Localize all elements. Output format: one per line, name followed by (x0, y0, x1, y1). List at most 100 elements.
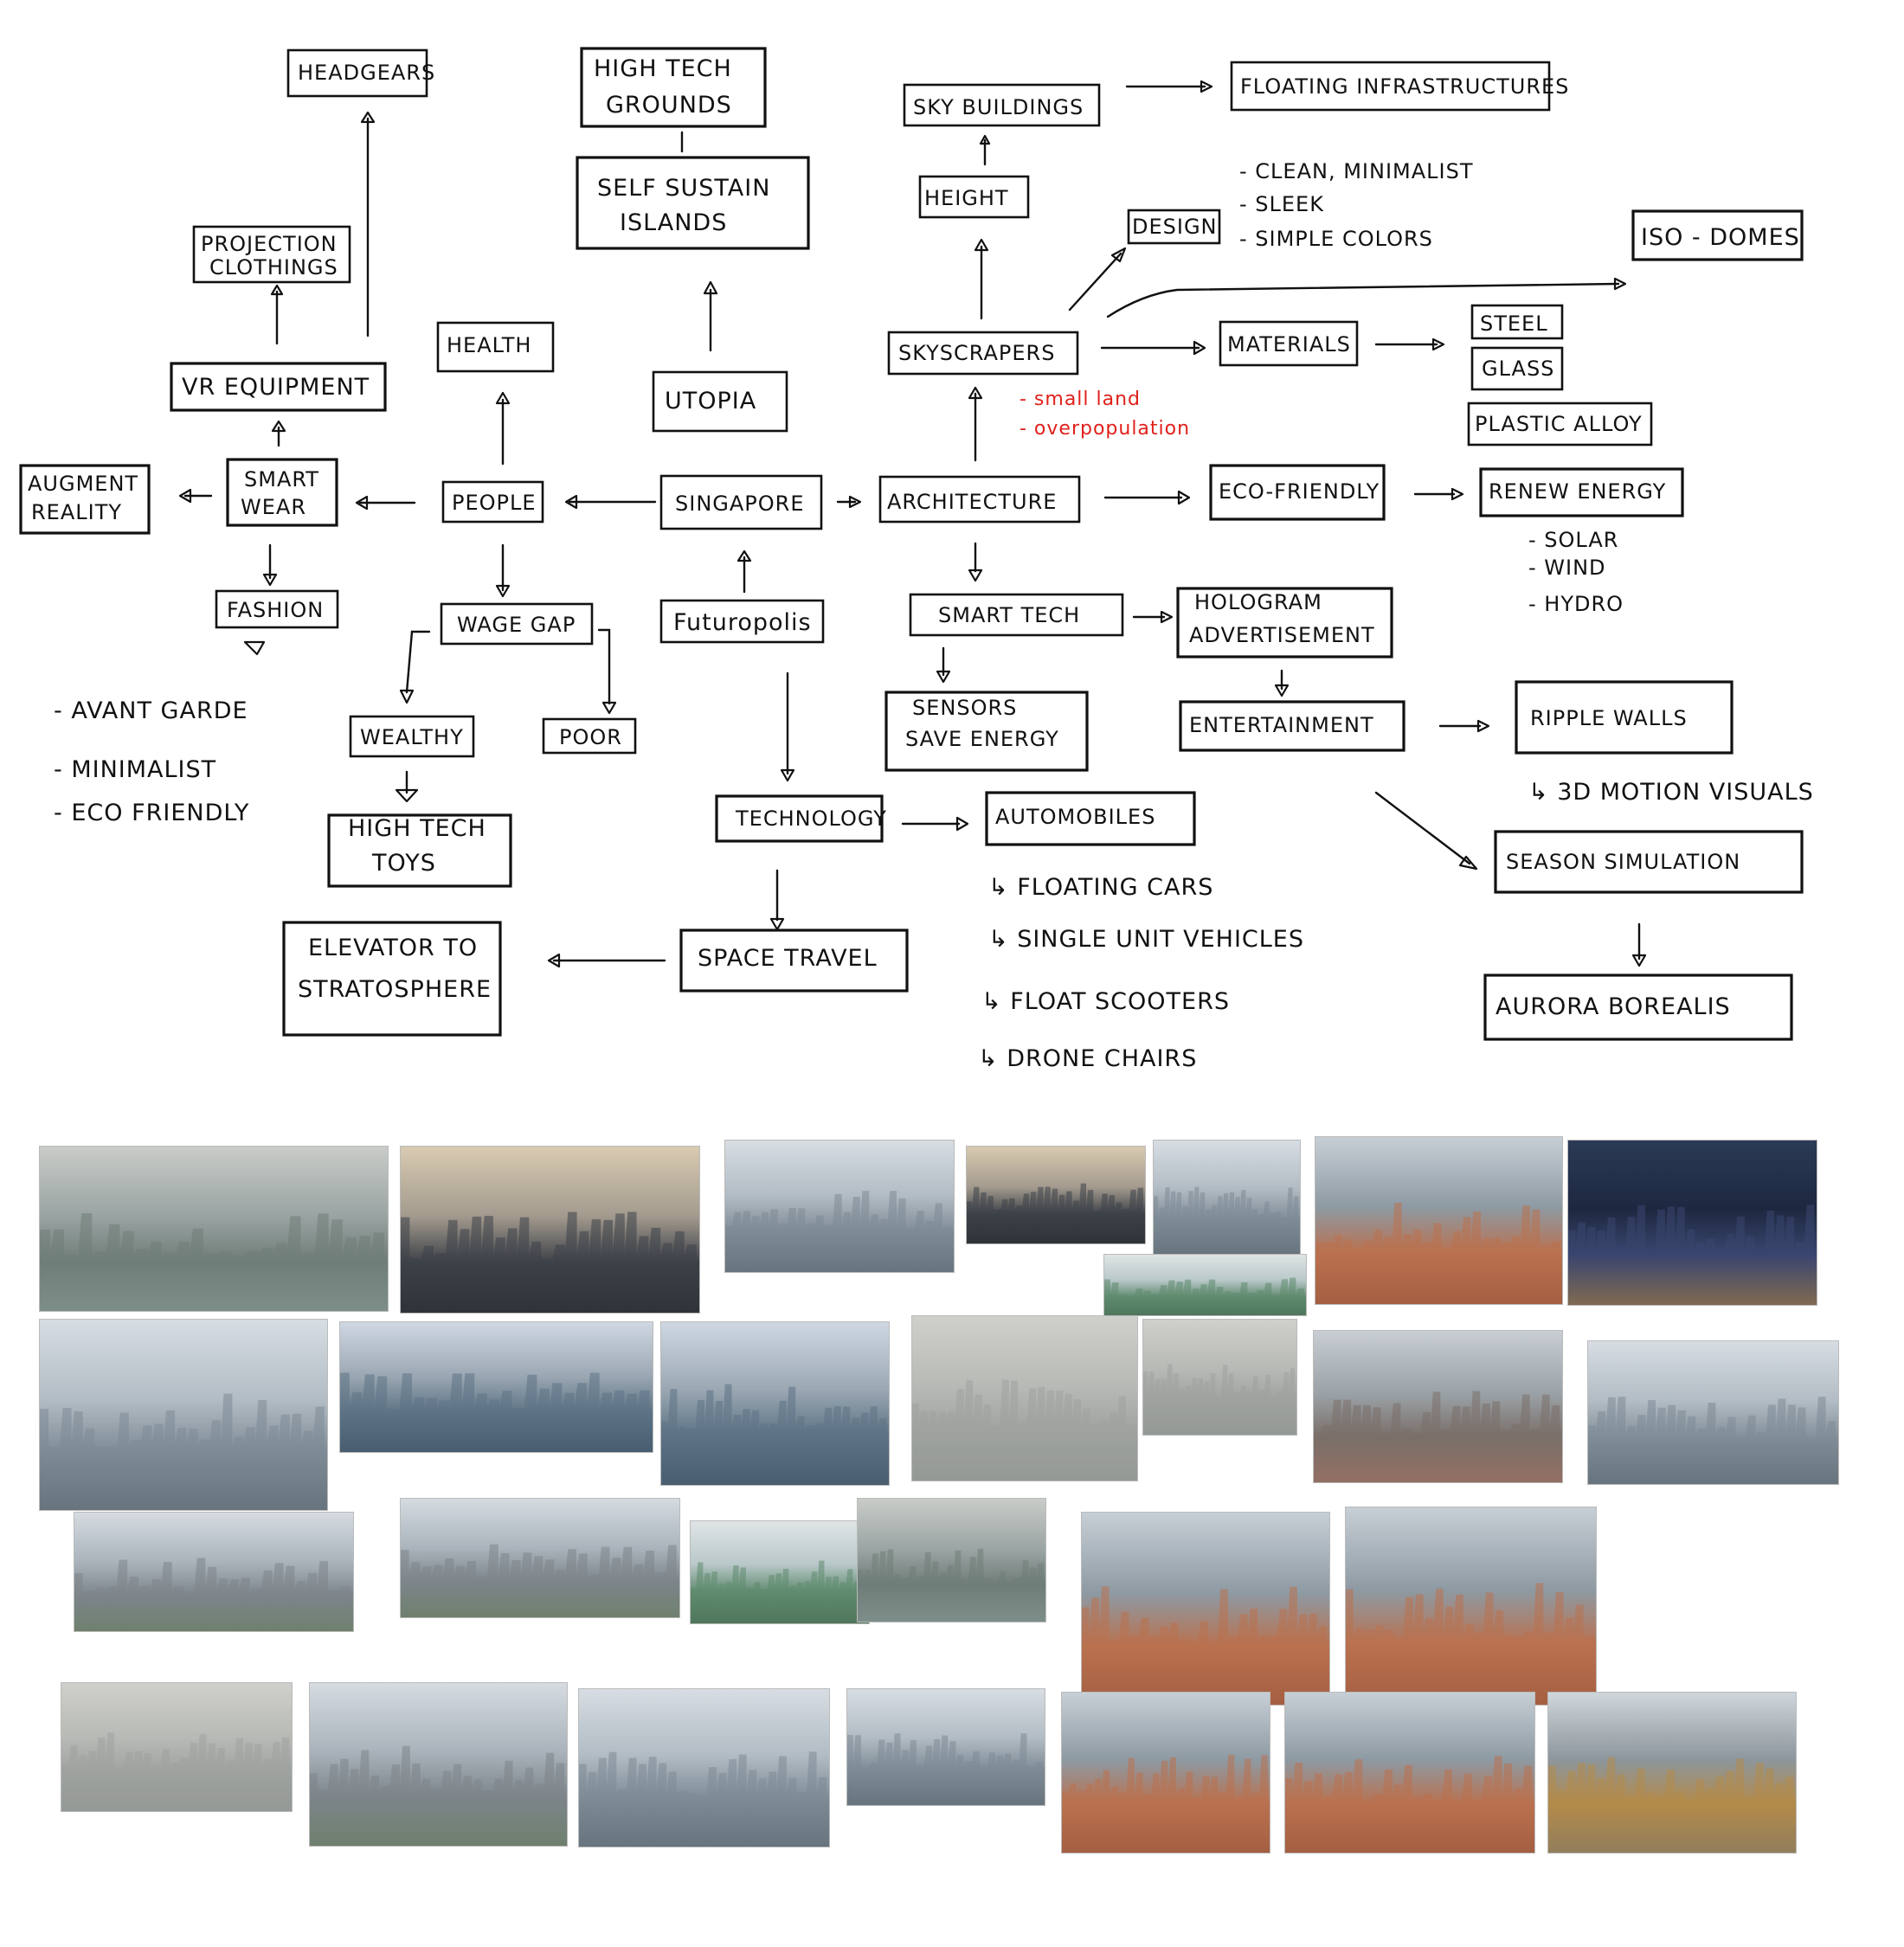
photo-marina-bay-aerial (40, 1147, 388, 1311)
photo-skyline-silhouette (1143, 1364, 1296, 1435)
photo-skyline-silhouette (1154, 1186, 1300, 1255)
note-wind: - WIND (1528, 556, 1606, 580)
photo-chinatown-rooftops-2 (1285, 1693, 1534, 1853)
photo-skyline-silhouette (858, 1548, 1045, 1622)
note-simple-colors: - SIMPLE COLORS (1239, 227, 1433, 251)
photo-cbd-aerial (579, 1689, 829, 1847)
photo-skyline-silhouette (1548, 1757, 1796, 1853)
label-advertisement: ADVERTISEMENT (1189, 623, 1375, 647)
label-sensors: SENSORS (912, 696, 1017, 720)
node-sky-buildings (903, 83, 1101, 127)
label-plastic-alloy: PLASTIC ALLOY (1475, 412, 1643, 436)
node-poor (542, 717, 637, 755)
photo-cbd-aerial-2 (847, 1689, 1045, 1805)
label-renew-energy: RENEW ENERGY (1489, 479, 1666, 504)
label-design: DESIGN (1132, 215, 1218, 239)
mind-map-diagram: HEADGEARS HIGH TECH GROUNDS SELF SUSTAIN… (19, 47, 1813, 1072)
label-islands: ISLANDS (620, 209, 727, 236)
label-glass: GLASS (1482, 357, 1554, 381)
node-vr-equipment (170, 362, 387, 412)
label-iso-domes: ISO - DOMES (1641, 224, 1800, 251)
photo-infinity-pool-haze (912, 1316, 1137, 1481)
node-sensors-save-energy (884, 691, 1089, 772)
label-futuropolis: Futuropolis (673, 609, 812, 636)
node-health (436, 321, 555, 373)
label-fashion: FASHION (227, 598, 324, 622)
label-steel: STEEL (1480, 312, 1548, 336)
label-space-travel: SPACE TRAVEL (698, 945, 878, 972)
annotation-notes: - CLEAN, MINIMALIST - SLEEK - SIMPLE COL… (54, 159, 1813, 1072)
photo-skyline-silhouette (310, 1745, 567, 1846)
note-sleek: - SLEEK (1239, 192, 1324, 216)
photo-skyline-silhouette (691, 1560, 869, 1623)
label-hologram: HOLOGRAM (1194, 590, 1322, 614)
note-drone-chairs: ↳ DRONE CHAIRS (978, 1045, 1197, 1072)
label-skyscrapers: SKYSCRAPERS (898, 341, 1055, 365)
label-elevator-to: ELEVATOR TO (308, 935, 478, 961)
node-skyscrapers (887, 331, 1079, 376)
photo-marina-bay-wide (858, 1499, 1045, 1622)
photo-skyline-silhouette (1588, 1397, 1838, 1484)
node-high-tech-grounds (580, 47, 767, 128)
photo-skyline-silhouette (1082, 1586, 1329, 1705)
label-smart: SMART (244, 467, 319, 492)
node-wage-gap (440, 602, 594, 646)
photo-skyline-silhouette (967, 1183, 1145, 1243)
label-aurora-borealis: AURORA BOREALIS (1496, 993, 1731, 1020)
note-minimalist: - MINIMALIST (54, 756, 216, 783)
photo-skyline-silhouette (1062, 1754, 1270, 1853)
label-high-tech-toys-2: TOYS (371, 850, 436, 877)
label-eco-friendly: ECO-FRIENDLY (1219, 479, 1380, 504)
photo-skyline-silhouette (61, 1732, 292, 1811)
photo-rooftop-terrace (1588, 1341, 1838, 1484)
label-poor: POOR (559, 725, 622, 749)
label-augment: AUGMENT (28, 472, 138, 496)
node-labels: HEADGEARS HIGH TECH GROUNDS SELF SUSTAIN… (28, 55, 1800, 1020)
label-grounds: GROUNDS (606, 92, 732, 119)
node-technology (715, 794, 884, 843)
node-season-simulation (1494, 830, 1804, 894)
photo-city-rooftops (1315, 1137, 1562, 1304)
node-augment-reality (19, 464, 151, 535)
label-wealthy: WEALTHY (360, 725, 464, 749)
label-ripple-walls: RIPPLE WALLS (1530, 706, 1688, 730)
label-reality: REALITY (31, 500, 122, 524)
photo-flyer-waterfront (1143, 1320, 1296, 1435)
label-entertainment: ENTERTAINMENT (1189, 713, 1374, 737)
node-aurora-borealis (1483, 974, 1793, 1041)
label-vr-equipment: VR EQUIPMENT (182, 374, 370, 401)
label-self-sustain: SELF SUSTAIN (597, 175, 770, 202)
node-self-sustain-islands (576, 156, 810, 250)
note-float-scooters: ↳ FLOAT SCOOTERS (981, 988, 1230, 1015)
label-people: PEOPLE (452, 491, 537, 515)
label-stratosphere: STRATOSPHERE (298, 976, 492, 1003)
node-eco-friendly (1209, 464, 1386, 521)
label-wage-gap: WAGE GAP (457, 613, 576, 637)
label-materials: MATERIALS (1227, 332, 1351, 357)
label-singapore: SINGAPORE (675, 492, 804, 516)
photo-glass-towers-waterfront (40, 1320, 327, 1510)
photo-city-night-aerial (1568, 1141, 1817, 1305)
photo-marina-bay-sands-hotel (725, 1141, 954, 1272)
photo-skyline-silhouette (1314, 1391, 1562, 1482)
note-solar: - SOLAR (1528, 528, 1618, 552)
photo-skyline-silhouette (1285, 1756, 1534, 1853)
node-projection-clothings (192, 225, 351, 284)
label-high-tech: HIGH TECH (594, 55, 732, 82)
node-headgears (286, 48, 428, 98)
note-eco-friendly: - ECO FRIENDLY (54, 800, 249, 826)
label-sky-buildings: SKY BUILDINGS (913, 95, 1084, 119)
photo-plaza-towers (310, 1683, 567, 1846)
node-utopia (652, 370, 788, 433)
photo-skyline-silhouette (74, 1558, 353, 1631)
label-floating-infrastructures: FLOATING INFRASTRUCTURES (1240, 74, 1569, 99)
node-smart-wear (226, 458, 338, 527)
node-iso-domes (1631, 209, 1804, 261)
node-materials (1219, 320, 1359, 367)
note-clean-minimalist: - CLEAN, MINIMALIST (1239, 159, 1474, 183)
photo-infinity-pool-view (661, 1322, 889, 1485)
node-renew-energy (1479, 467, 1684, 517)
photo-skyline-silhouette (340, 1372, 653, 1452)
node-hologram-advertisement (1176, 587, 1393, 659)
